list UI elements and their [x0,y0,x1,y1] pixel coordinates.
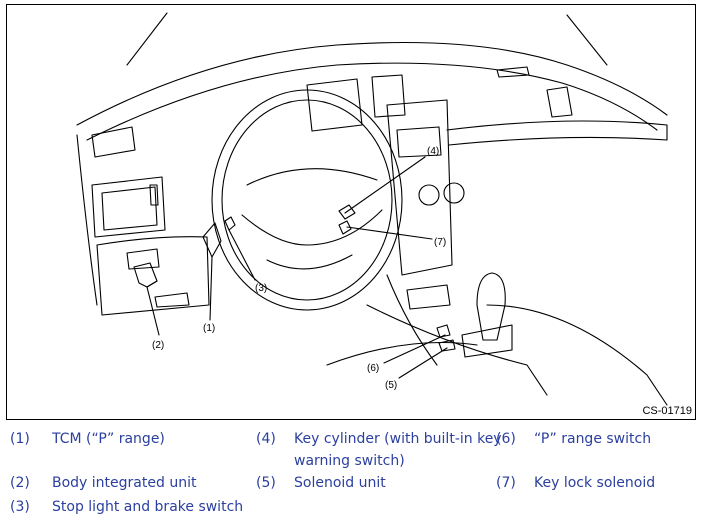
legend-text: Solenoid unit [294,475,386,491]
dashboard-line-art: (2) (1) (3) (4) (7) (6) (5) [76,12,668,406]
legend-number: (7) [496,475,516,491]
legend-text: Key lock solenoid [534,475,656,491]
legend-text: “P” range switch [534,431,652,447]
legend-number: (5) [256,475,276,491]
callout-6: (6) [367,363,379,374]
legend-number: (1) [10,431,30,447]
callout-4: (4) [427,146,439,157]
legend-number: (4) [256,431,276,447]
callout-2: (2) [152,340,164,351]
legend-number: (3) [10,499,30,515]
legend-number: (6) [496,431,516,447]
legend-text: Key cylinder (with built-in key [294,431,502,447]
legend-text-line-2: warning switch) [294,453,405,469]
legend-text: Stop light and brake switch [52,499,244,515]
legend-text: TCM (“P” range) [52,431,165,447]
callout-3: (3) [255,283,267,294]
callout-1: (1) [203,323,215,334]
legend-text: Body integrated unit [52,475,197,491]
component-location-diagram: (2) (1) (3) (4) (7) (6) (5) CS-01719 [6,4,696,420]
callout-5: (5) [385,380,397,391]
legend-number: (2) [10,475,30,491]
figure-code: CS-01719 [642,405,692,417]
callout-7: (7) [434,237,446,248]
